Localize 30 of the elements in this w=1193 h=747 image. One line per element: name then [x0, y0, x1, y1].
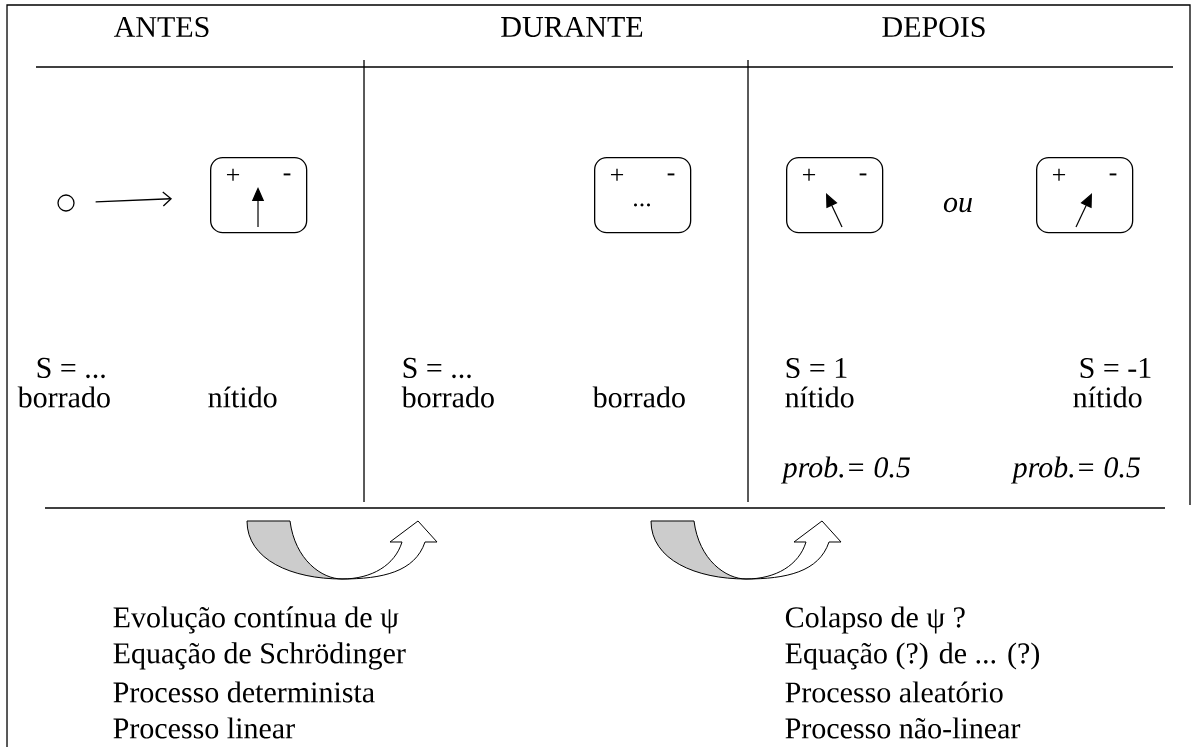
state-label: borrado — [592, 386, 685, 408]
state-label: S = -1 — [1080, 357, 1151, 379]
state-label: nítido — [208, 386, 277, 408]
column-heading: DURANTE — [501, 16, 643, 38]
state-label: S = 1 — [786, 357, 847, 379]
state-label: nítido — [785, 386, 854, 408]
list-item: Processo não-linear — [785, 717, 1021, 739]
or-label: ou — [943, 197, 972, 213]
list-item: Processo aleatório — [785, 681, 1003, 703]
probability-label: prob.= 0.5 — [780, 456, 911, 484]
column-heading: DEPOIS — [882, 16, 985, 38]
state-label: borrado — [17, 386, 110, 408]
list-item: Evolução contínua de ψ — [113, 606, 399, 634]
meter-box: + - ... — [594, 157, 692, 234]
state-label: borrado — [401, 386, 494, 408]
state-label: S = ... — [37, 357, 105, 379]
list-item: Processo determinista — [113, 681, 375, 703]
meter-box: + - — [1036, 157, 1134, 234]
meter-box: + - — [786, 157, 884, 234]
circle — [57, 194, 75, 212]
list-item: Equação (?) de ... (?) — [785, 642, 1039, 670]
state-label: S = ... — [403, 357, 471, 379]
list-item: Processo linear — [113, 717, 295, 739]
state-label: nítido — [1073, 386, 1142, 408]
list-item: Colapso de ψ ? — [785, 606, 965, 634]
probability-label: prob.= 0.5 — [1010, 456, 1141, 484]
column-heading: ANTES — [113, 16, 209, 38]
arrow — [94, 191, 173, 207]
list-item: Equação de Schrödinger — [113, 642, 406, 670]
meter-box: + - — [210, 157, 308, 234]
